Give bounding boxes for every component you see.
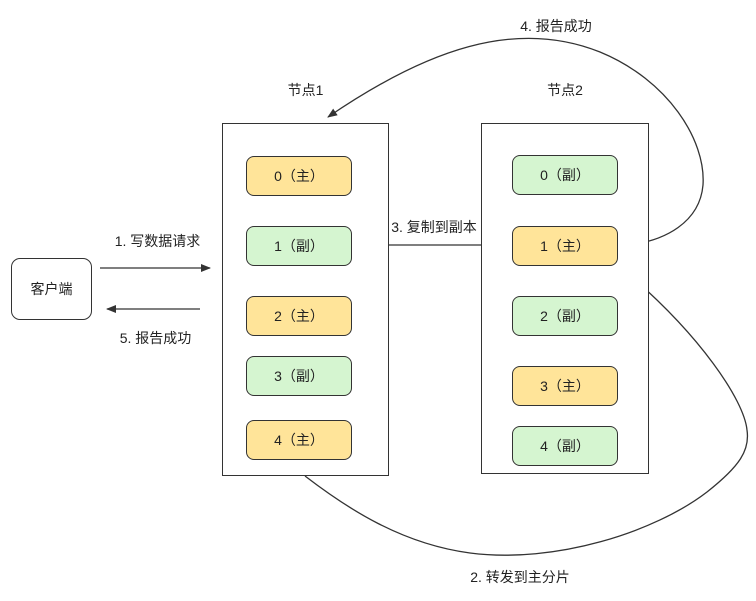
node2-shard-3-primary: 3（主） (512, 366, 618, 406)
node2-box: 0（副） 1（主） 2（副） 3（主） 4（副） (481, 123, 649, 474)
client-box: 客户端 (11, 258, 92, 320)
node1-box: 0（主） 1（副） 2（主） 3（副） 4（主） (222, 123, 389, 476)
label-replicate-to-replica: 3. 复制到副本 (391, 219, 477, 235)
node2-shard-4-replica: 4（副） (512, 426, 618, 466)
shard-label: 1（副） (274, 238, 324, 254)
shard-label: 1（主） (540, 238, 590, 254)
node2-shard-2-replica: 2（副） (512, 296, 618, 336)
shard-label: 4（主） (274, 432, 324, 448)
node2-title: 节点2 (547, 82, 583, 98)
node1-shard-2-primary: 2（主） (246, 296, 352, 336)
node1-shard-4-primary: 4（主） (246, 420, 352, 460)
shard-label: 0（主） (274, 168, 324, 184)
node1-shard-3-replica: 3（副） (246, 356, 352, 396)
arrow-forward-to-primary (304, 271, 749, 556)
node2-shard-0-replica: 0（副） (512, 155, 618, 195)
shard-label: 0（副） (540, 167, 590, 183)
label-report-success-to-client: 5. 报告成功 (119, 330, 192, 346)
shard-label: 4（副） (540, 438, 590, 454)
shard-label: 3（副） (274, 368, 324, 384)
label-forward-to-primary: 2. 转发到主分片 (470, 569, 570, 585)
label-write-request: 1. 写数据请求 (114, 233, 201, 249)
shard-label: 2（副） (540, 308, 590, 324)
label-report-success-to-node1: 4. 报告成功 (520, 18, 592, 34)
node1-shard-1-replica: 1（副） (246, 226, 352, 266)
shard-label: 3（主） (540, 378, 590, 394)
client-label: 客户端 (30, 281, 73, 297)
arrow-report-success-to-node1 (327, 37, 704, 247)
node1-shard-0-primary: 0（主） (246, 156, 352, 196)
shard-label: 2（主） (274, 308, 324, 324)
node2-shard-1-primary: 1（主） (512, 226, 618, 266)
node1-title: 节点1 (287, 82, 324, 98)
